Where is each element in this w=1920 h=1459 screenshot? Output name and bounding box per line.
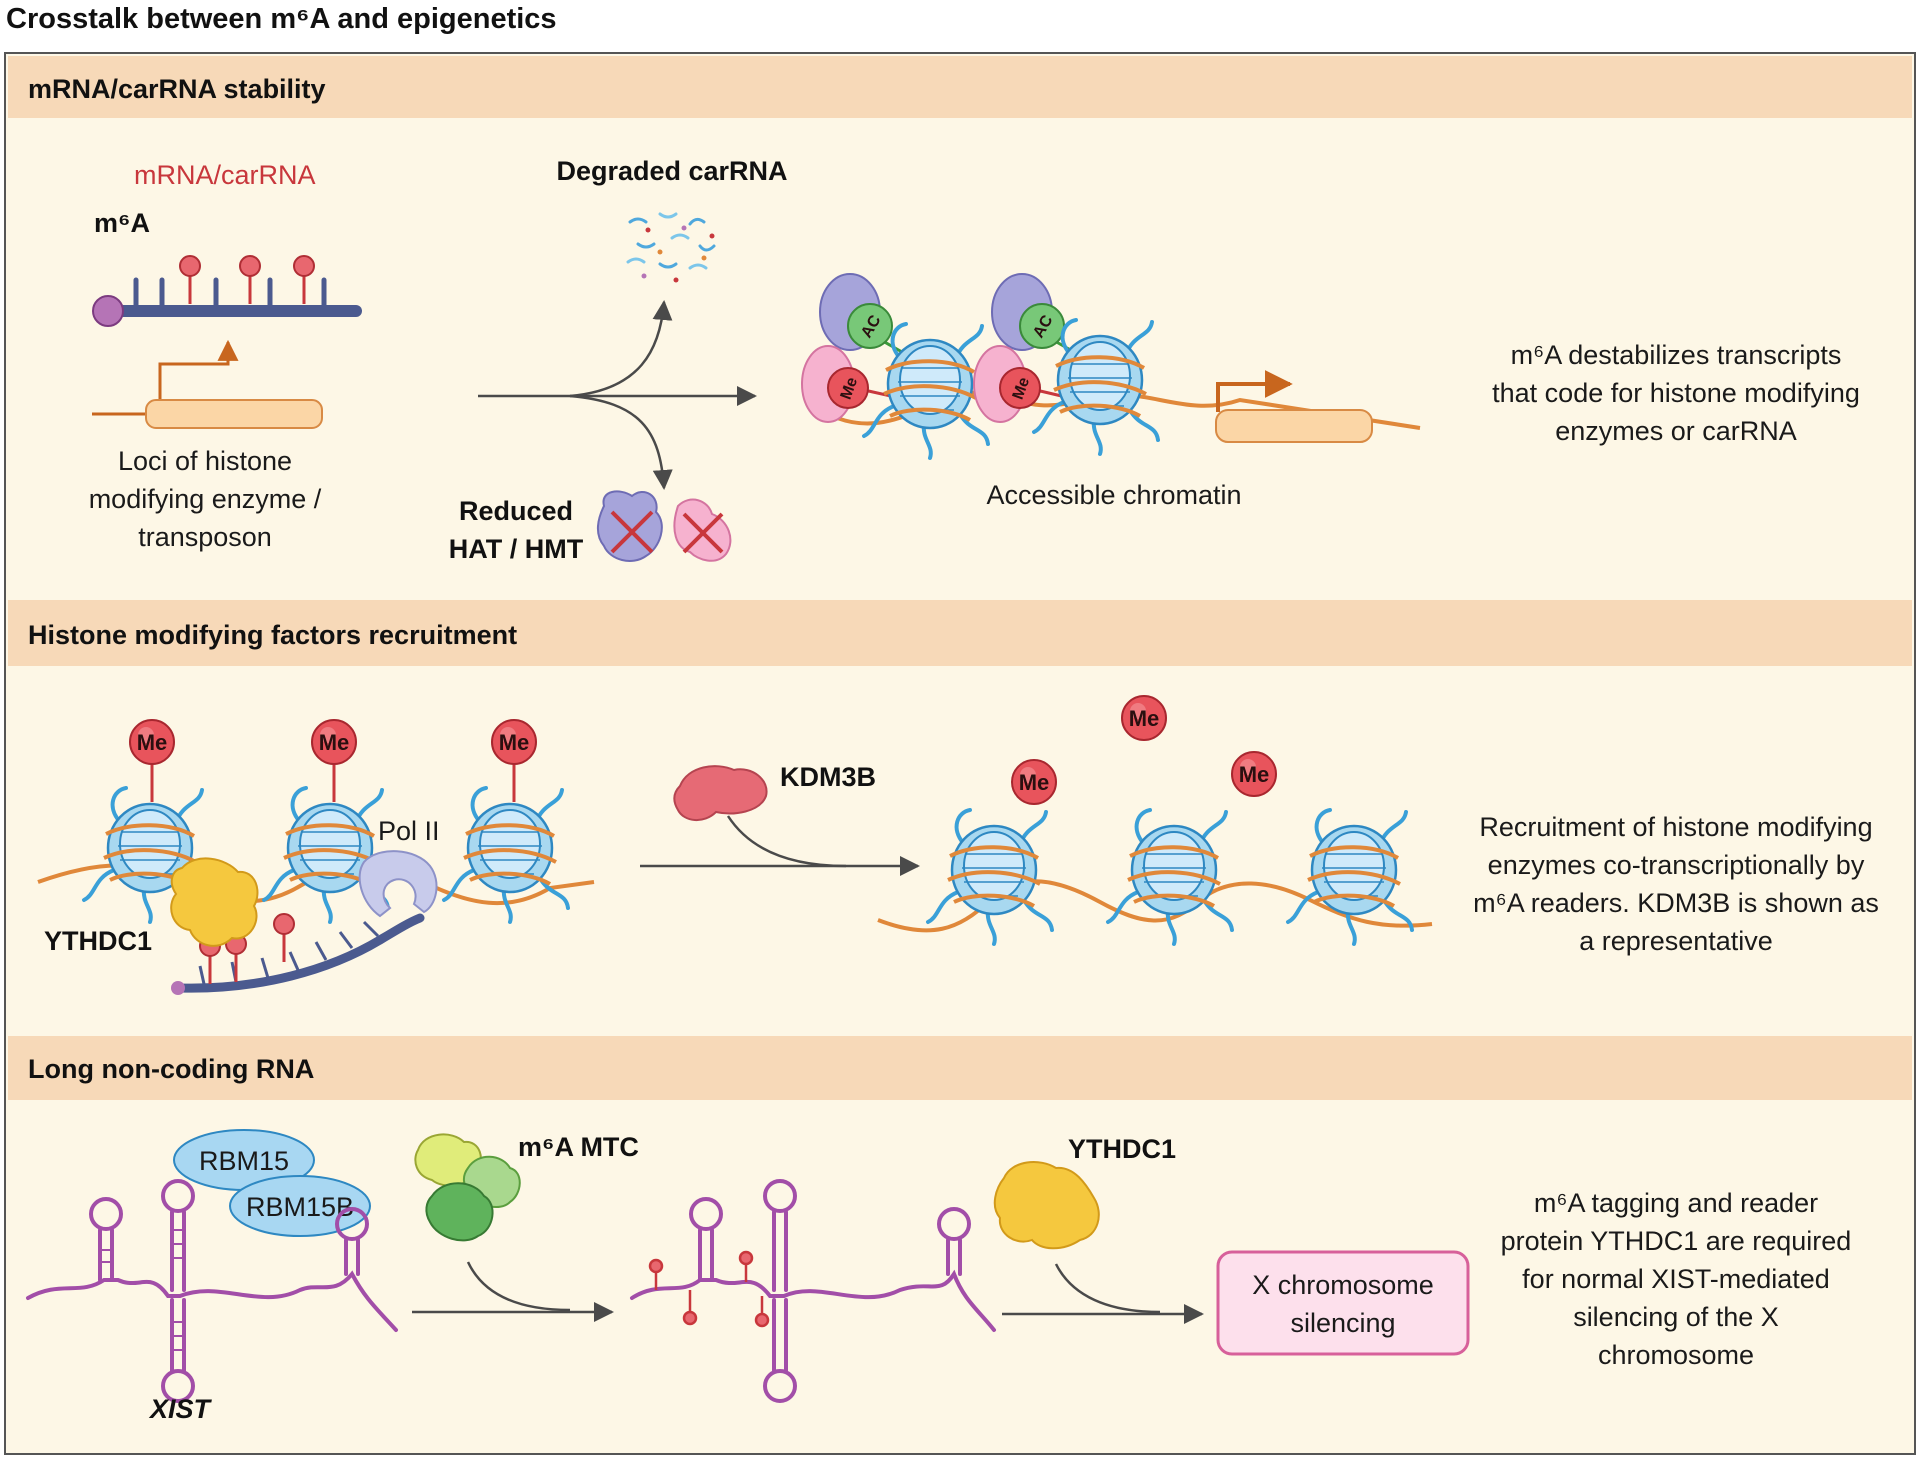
rbm15b-label: RBM15B bbox=[246, 1192, 354, 1222]
panel1-desc-line1: m⁶A destabilizes transcripts bbox=[1511, 340, 1842, 370]
ythdc1-protein bbox=[170, 857, 259, 947]
panel1-header-bar bbox=[8, 56, 1912, 118]
panel2-desc-line4: a representative bbox=[1579, 926, 1773, 956]
me-mark-3: Me bbox=[499, 730, 530, 755]
mrna-strand bbox=[92, 254, 362, 327]
panel3-header-bar bbox=[8, 1036, 1912, 1100]
panel1-desc-line3: enzymes or carRNA bbox=[1555, 416, 1797, 446]
xist-m6a-marks bbox=[648, 1250, 770, 1328]
free-me-3: Me bbox=[1239, 762, 1270, 787]
free-me-1: Me bbox=[1129, 706, 1160, 731]
gene-locus bbox=[92, 339, 323, 429]
pol2-label: Pol II bbox=[378, 816, 440, 846]
panel3-desc-line2: protein YTHDC1 are required bbox=[1501, 1226, 1852, 1256]
panel1-header: mRNA/carRNA stability bbox=[28, 74, 326, 104]
figure-title: Crosstalk between m⁶A and epigenetics bbox=[6, 3, 557, 35]
panel3-desc-line1: m⁶A tagging and reader bbox=[1534, 1188, 1818, 1218]
me-tag-acc-1: Me bbox=[838, 375, 862, 402]
loci-label-line1: Loci of histone bbox=[118, 446, 292, 476]
ythdc1-label: YTHDC1 bbox=[44, 926, 152, 956]
panel2-desc-line3: m⁶A readers. KDM3B is shown as bbox=[1473, 888, 1879, 918]
me-tag-acc-2: Me bbox=[1010, 375, 1034, 402]
ythdc1-curve bbox=[1054, 1263, 1161, 1314]
reduced-hmt-protein bbox=[673, 498, 732, 562]
xist-rna-right bbox=[630, 1179, 996, 1403]
reduced-label-line2: HAT / HMT bbox=[449, 534, 584, 564]
branch-arrows bbox=[478, 300, 757, 490]
panel3-header: Long non-coding RNA bbox=[28, 1054, 314, 1084]
degraded-rna-fragments bbox=[626, 212, 716, 283]
ythdc1-label-2: YTHDC1 bbox=[1068, 1134, 1176, 1164]
me-mark-1: Me bbox=[137, 730, 168, 755]
x-silencing-box bbox=[1216, 1250, 1470, 1356]
panel3-lncrna: RBM15 RBM15B XIST m⁶A MTC bbox=[26, 1129, 1852, 1424]
kdm3b-label: KDM3B bbox=[780, 762, 876, 792]
rbm15-label: RBM15 bbox=[199, 1146, 289, 1176]
free-me-2: Me bbox=[1019, 770, 1050, 795]
xist-label: XIST bbox=[148, 1394, 213, 1424]
panel2-histone-recruitment: Me Me Me YTHD bbox=[37, 695, 1879, 995]
pol2-enzyme bbox=[358, 850, 438, 918]
kdm3b-protein bbox=[673, 765, 768, 821]
mrna-carrna-label: mRNA/carRNA bbox=[134, 160, 316, 190]
rbm15b-protein bbox=[229, 1175, 371, 1237]
ythdc1-protein-2 bbox=[993, 1161, 1100, 1250]
panel2-header-bar bbox=[8, 600, 1912, 666]
loci-label-line2: modifying enzyme / bbox=[89, 484, 322, 514]
accessible-chromatin: AC Me AC Me bbox=[801, 273, 1421, 460]
panel2-desc-line2: enzymes co-transcriptionally by bbox=[1488, 850, 1865, 880]
loci-label-line3: transposon bbox=[138, 522, 272, 552]
m6a-mtc-complex bbox=[414, 1133, 521, 1242]
panel3-desc-line4: silencing of the X bbox=[1573, 1302, 1779, 1332]
xist-rna-left bbox=[26, 1179, 398, 1403]
nascent-rna bbox=[171, 912, 425, 995]
panel2-header: Histone modifying factors recruitment bbox=[28, 620, 517, 650]
x-silencing-line1: X chromosome bbox=[1252, 1270, 1434, 1300]
reduced-hat-protein bbox=[597, 490, 663, 562]
me-mark-2: Me bbox=[319, 730, 350, 755]
mtc-curve bbox=[466, 1261, 571, 1312]
panel3-desc-line5: chromosome bbox=[1598, 1340, 1754, 1370]
x-silencing-line2: silencing bbox=[1290, 1308, 1395, 1338]
m6a-mtc-label: m⁶A MTC bbox=[518, 1132, 639, 1162]
accessible-chromatin-label: Accessible chromatin bbox=[986, 480, 1241, 510]
reduced-label-line1: Reduced bbox=[459, 496, 573, 526]
panel1-mrna-stability: mRNA/carRNA m⁶A Loci of histone modifyin… bbox=[89, 156, 1860, 564]
panel1-desc-line2: that code for histone modifying bbox=[1492, 378, 1860, 408]
panel2-desc-line1: Recruitment of histone modifying bbox=[1479, 812, 1872, 842]
m6a-label: m⁶A bbox=[94, 208, 150, 238]
degraded-carrna-label: Degraded carRNA bbox=[556, 156, 787, 186]
panel3-desc-line3: for normal XIST-mediated bbox=[1522, 1264, 1830, 1294]
